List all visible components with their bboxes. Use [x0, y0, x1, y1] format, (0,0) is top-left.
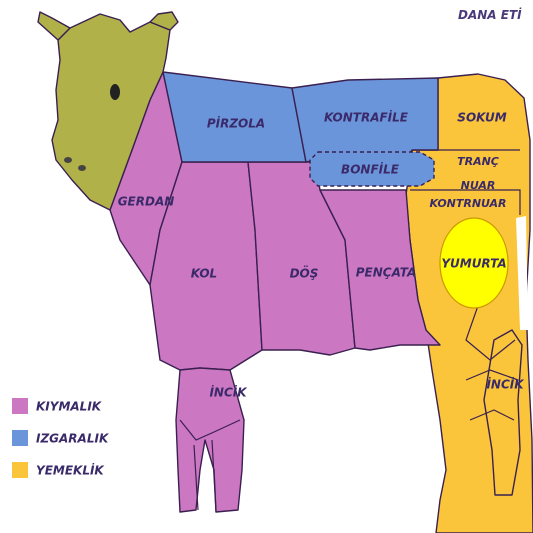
label-tranc: TRANÇ: [457, 155, 499, 168]
legend-swatch-izgaralik: [12, 430, 28, 446]
legend-label-yemeklik: YEMEKLİK: [36, 463, 105, 478]
label-bonfile: BONFİLE: [341, 162, 400, 177]
label-kontrafile: KONTRAFİLE: [324, 110, 409, 125]
label-kontrnuar: KONTRNUAR: [430, 197, 507, 210]
label-gerdan: GERDAN: [118, 195, 175, 209]
title: DANA ETİ: [458, 7, 522, 22]
legend-label-izgaralik: IZGARALIK: [36, 432, 110, 446]
label-kol: KOL: [191, 267, 217, 281]
legend: KIYMALIK IZGARALIK YEMEKLİK: [12, 398, 110, 478]
label-incik-front: İNCİK: [209, 385, 248, 400]
label-sokum: SOKUM: [457, 111, 506, 125]
nostril: [78, 165, 86, 171]
legend-swatch-yemeklik: [12, 462, 28, 478]
eye: [110, 84, 120, 100]
label-pencata: PENÇATA: [356, 266, 417, 280]
nostril: [64, 157, 72, 163]
label-pirzola: PİRZOLA: [207, 116, 265, 131]
label-yumurta: YUMURTA: [441, 257, 506, 271]
legend-swatch-kiymalik: [12, 398, 28, 414]
label-dos: DÖŞ: [290, 266, 319, 281]
label-nuar: NUAR: [461, 179, 496, 192]
label-incik-rear: İNCİK: [486, 377, 525, 392]
legend-label-kiymalik: KIYMALIK: [36, 400, 103, 414]
